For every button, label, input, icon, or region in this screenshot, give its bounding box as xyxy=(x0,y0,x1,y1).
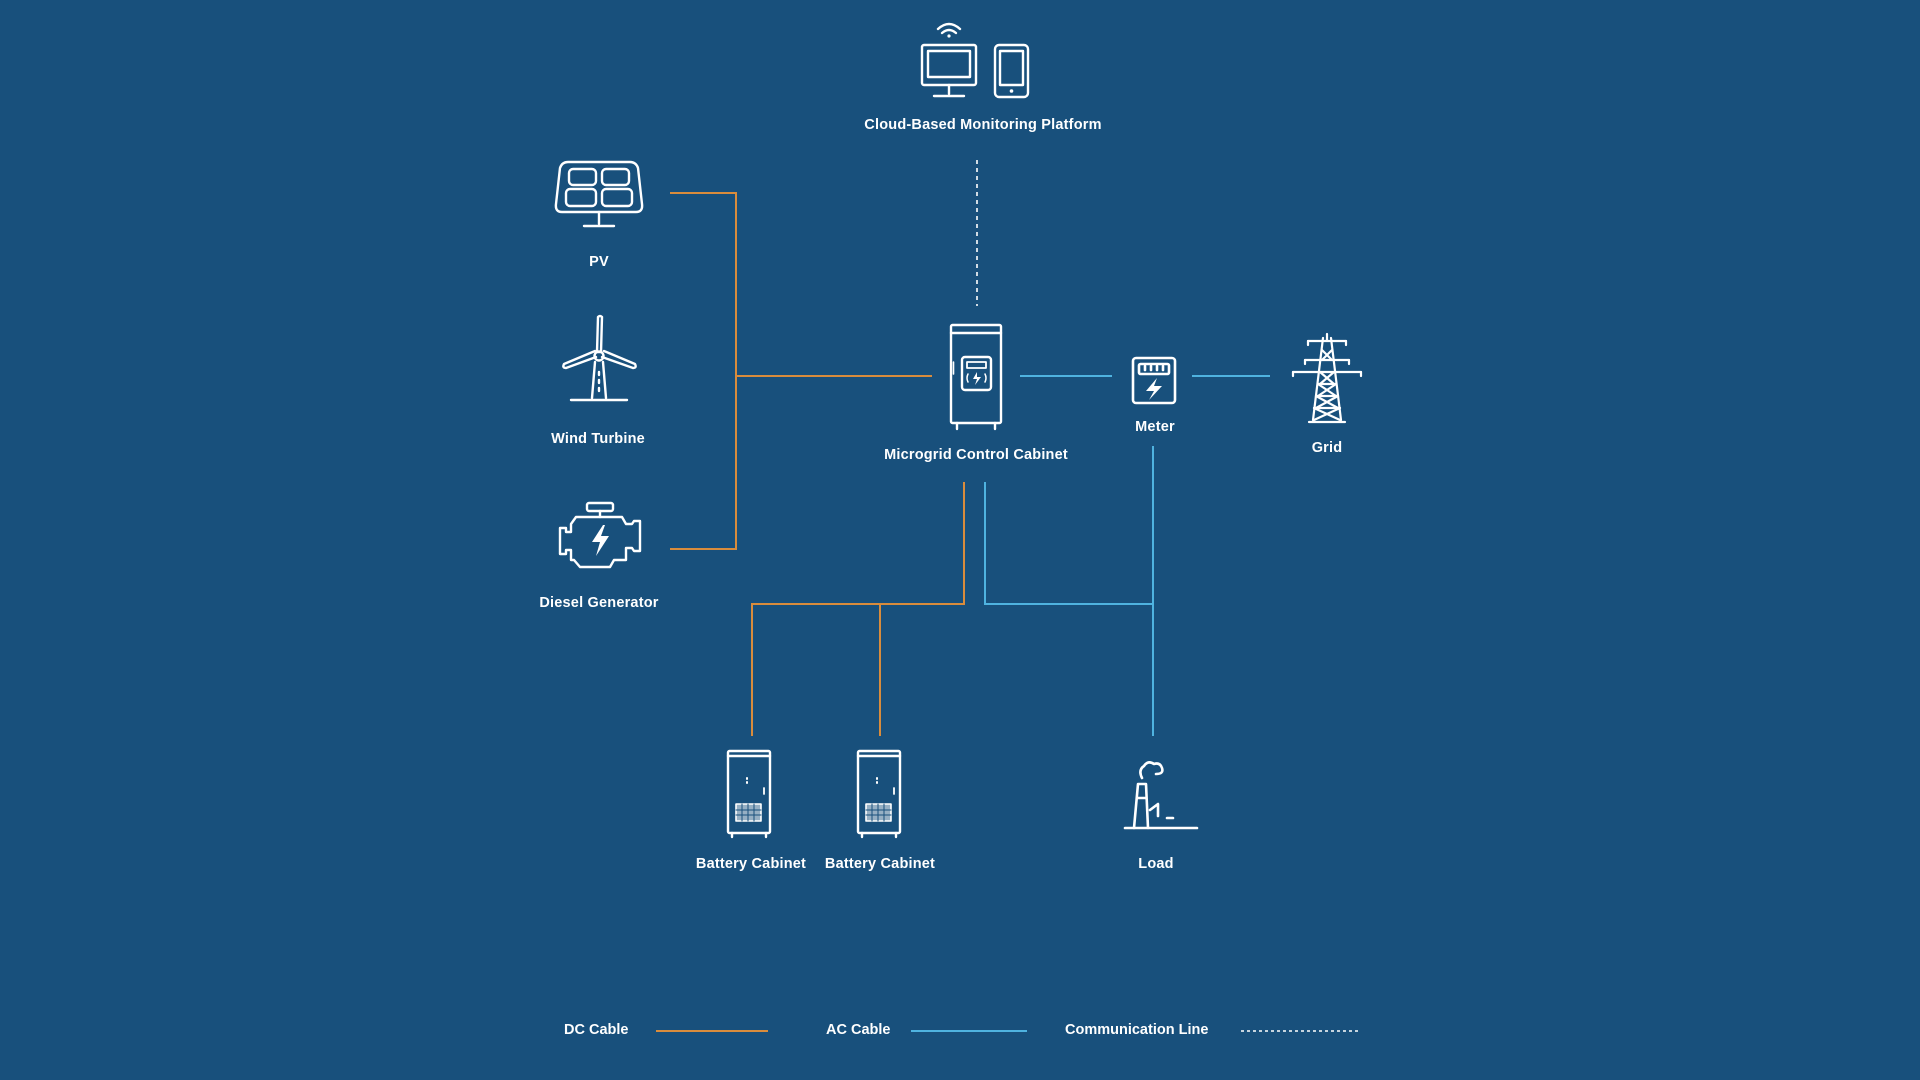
diesel-engine-icon xyxy=(558,501,642,569)
factory-icon xyxy=(1123,761,1199,830)
diesel-generator-label: Diesel Generator xyxy=(539,595,659,611)
legend-comm-swatch xyxy=(1241,1030,1359,1032)
legend-ac-label: AC Cable xyxy=(826,1022,891,1038)
ac-cable-lines xyxy=(984,375,1270,736)
wind-turbine-icon xyxy=(562,314,637,402)
grid-label: Grid xyxy=(1311,440,1343,456)
meter-label: Meter xyxy=(1135,419,1175,435)
load-label: Load xyxy=(1138,856,1174,872)
dc-cable-lines xyxy=(670,192,965,736)
cloud-platform-label: Cloud-Based Monitoring Platform xyxy=(864,117,1102,133)
battery-cabinet-2-label: Battery Cabinet xyxy=(824,856,936,872)
legend-dc-swatch xyxy=(656,1030,768,1032)
pv-label: PV xyxy=(589,254,609,270)
wind-turbine-label: Wind Turbine xyxy=(551,431,645,447)
battery-cabinet-icon xyxy=(856,749,902,839)
dc-line-cabinet-to-batteries xyxy=(751,482,965,736)
legend-comm-label: Communication Line xyxy=(1065,1022,1209,1038)
control-cabinet-label: Microgrid Control Cabinet xyxy=(884,447,1068,463)
dc-line-diesel xyxy=(670,376,737,550)
battery-cabinet-icon xyxy=(726,749,772,839)
wifi-icon xyxy=(936,22,962,38)
electric-meter-icon xyxy=(1131,356,1177,405)
solar-panel-icon xyxy=(554,160,644,228)
monitor-and-phone-icon xyxy=(920,22,1030,99)
dc-line-pv xyxy=(670,192,737,376)
battery-cabinet-1-label: Battery Cabinet xyxy=(695,856,807,872)
control-cabinet-icon xyxy=(949,323,1003,431)
ac-line-cabinet-to-load xyxy=(984,482,1153,605)
legend-ac-swatch xyxy=(911,1030,1027,1032)
legend-dc-label: DC Cable xyxy=(564,1022,629,1038)
transmission-tower-icon xyxy=(1291,332,1363,424)
